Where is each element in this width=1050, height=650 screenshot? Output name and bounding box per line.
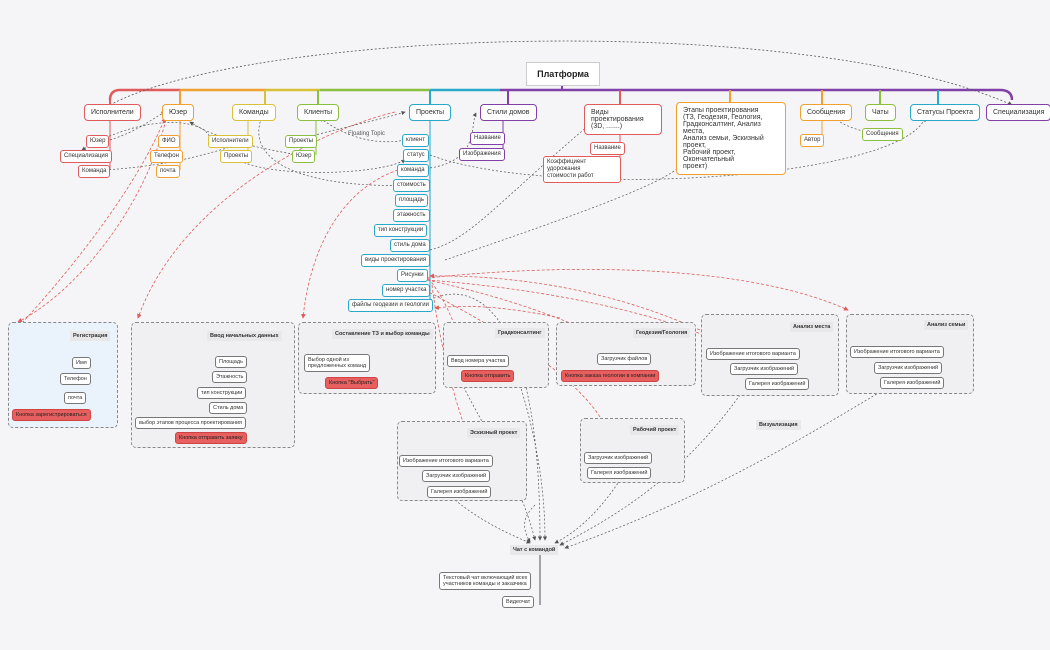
messages-child-author[interactable]: Автор — [800, 134, 825, 147]
projects-child-drawings[interactable]: Рисунки — [397, 269, 428, 282]
projects-child-team[interactable]: команда — [397, 164, 429, 177]
registration-title: Регистрация — [70, 331, 111, 341]
projects-child-floors[interactable]: этажность — [393, 209, 430, 222]
working-uploader[interactable]: Загрузчик изображений — [584, 452, 653, 464]
node-teams[interactable]: Команды — [232, 104, 276, 121]
node-chats[interactable]: Чаты — [865, 104, 896, 121]
design-types-child-coefficient[interactable]: Коэффициент удорожания стоимости работ — [543, 156, 621, 183]
urban-plot-input[interactable]: Ввод номера участка — [447, 355, 510, 367]
family-analysis-uploader[interactable]: Загрузчик изображений — [874, 362, 943, 374]
node-executors[interactable]: Исполнители — [84, 104, 141, 121]
user-child-fio[interactable]: ФИО — [158, 135, 180, 148]
chat-video[interactable]: Видеочат — [502, 596, 535, 608]
initial-data-construction[interactable]: тип конструкции — [197, 387, 247, 399]
node-messages[interactable]: Сообщения — [800, 104, 852, 121]
sketch-title: Эскизный проект — [467, 428, 521, 438]
registration-button[interactable]: Кнопка зарегистрироваться — [12, 409, 91, 421]
user-child-phone[interactable]: Телефон — [150, 150, 183, 163]
node-projects[interactable]: Проекты — [409, 104, 452, 121]
sketch-final[interactable]: Изображение итогового варианта — [399, 455, 493, 467]
geo-file-uploader[interactable]: Загрузчик файлов — [597, 353, 652, 365]
node-house-styles[interactable]: Стили домов — [480, 104, 537, 121]
projects-child-cost[interactable]: стоимость — [393, 179, 430, 192]
projects-child-plot-number[interactable]: номер участка — [382, 284, 431, 297]
clients-child-projects[interactable]: Проекты — [285, 135, 318, 148]
urban-title: Градконсалтинг — [495, 328, 545, 338]
registration-email[interactable]: почта — [64, 392, 87, 404]
root-node[interactable]: Платформа — [526, 62, 600, 86]
house-styles-child-images[interactable]: Изображения — [459, 148, 505, 161]
teams-child-executors[interactable]: Исполнители — [208, 135, 253, 148]
place-analysis-final[interactable]: Изображение итогового варианта — [706, 348, 800, 360]
executors-child-specialization[interactable]: Специализация — [60, 150, 113, 163]
initial-data-button[interactable]: Кнопка отправить заявку — [175, 432, 247, 444]
family-analysis-gallery[interactable]: Галерея изображений — [880, 377, 945, 389]
node-design-stages[interactable]: Этапы проектирования (ТЗ, Геодезия, Геол… — [676, 102, 786, 175]
user-child-email[interactable]: почта — [156, 165, 180, 178]
floating-topic[interactable]: Floating Topic — [348, 131, 385, 137]
sketch-gallery[interactable]: Галерея изображений — [427, 486, 492, 498]
family-analysis-title: Анализ семьи — [924, 320, 969, 330]
projects-child-client[interactable]: клиент — [402, 134, 429, 147]
geo-title: Геодезия/Геология — [633, 328, 691, 338]
executors-child-user[interactable]: Юзер — [86, 135, 110, 148]
registration-phone[interactable]: Телефон — [60, 373, 91, 385]
geo-button[interactable]: Кнопка заказа геологии в компании — [561, 370, 660, 382]
node-design-types[interactable]: Виды проектирования (3D, .......) — [584, 104, 662, 135]
place-analysis-title: Анализ места — [790, 322, 834, 332]
node-clients[interactable]: Клиенты — [297, 104, 340, 121]
working-gallery[interactable]: Галерея изображений — [587, 467, 652, 479]
family-analysis-final[interactable]: Изображение итогового варианта — [850, 346, 944, 358]
house-styles-child-name[interactable]: Название — [470, 132, 505, 145]
tz-team-title: Составление ТЗ и выбор команды — [332, 329, 433, 339]
projects-child-geo-files[interactable]: файлы геодезии и геологии — [348, 299, 433, 312]
executors-child-team[interactable]: Команда — [78, 165, 111, 178]
working-title: Рабочий проект — [630, 425, 680, 435]
chat-title[interactable]: Чат с командой — [510, 545, 559, 555]
urban-button[interactable]: Кнопка отправить — [461, 370, 515, 382]
node-specialization[interactable]: Специализация — [986, 104, 1050, 121]
initial-data-floors[interactable]: Этажность — [212, 371, 248, 383]
tz-team-choose[interactable]: Выбор одной из предложенных команд — [304, 354, 371, 372]
projects-child-design-types[interactable]: виды проектирования — [361, 254, 431, 267]
teams-child-projects[interactable]: Проекты — [220, 150, 253, 163]
sketch-uploader[interactable]: Загрузчик изображений — [422, 470, 491, 482]
initial-data-style[interactable]: Стиль дома — [209, 402, 248, 414]
tz-team-button[interactable]: Кнопка "Выбрать" — [325, 377, 379, 389]
node-user[interactable]: Юзер — [162, 104, 194, 121]
node-project-statuses[interactable]: Статусы Проекта — [910, 104, 980, 121]
place-analysis-uploader[interactable]: Загрузчик изображений — [730, 363, 799, 375]
chats-child-messages[interactable]: Сообщения — [862, 128, 903, 141]
projects-child-status[interactable]: статус — [403, 149, 429, 162]
initial-data-area[interactable]: Площадь — [215, 356, 247, 368]
initial-data-title: Ввод начальных данных — [207, 331, 282, 341]
projects-child-area[interactable]: площадь — [395, 194, 429, 207]
design-types-child-name[interactable]: Название — [590, 142, 625, 155]
registration-name[interactable]: Имя — [72, 357, 91, 369]
visualization-title[interactable]: Визуализация — [756, 420, 801, 430]
clients-child-user[interactable]: Юзер — [292, 150, 316, 163]
place-analysis-gallery[interactable]: Галерея изображений — [745, 378, 810, 390]
projects-child-house-style[interactable]: стиль дома — [390, 239, 430, 252]
initial-data-stages[interactable]: выбор этапов процесса проектирования — [135, 417, 247, 429]
chat-text[interactable]: Текстовый чат включающий всех участников… — [439, 572, 532, 590]
projects-child-construction[interactable]: тип конструкции — [374, 224, 428, 237]
